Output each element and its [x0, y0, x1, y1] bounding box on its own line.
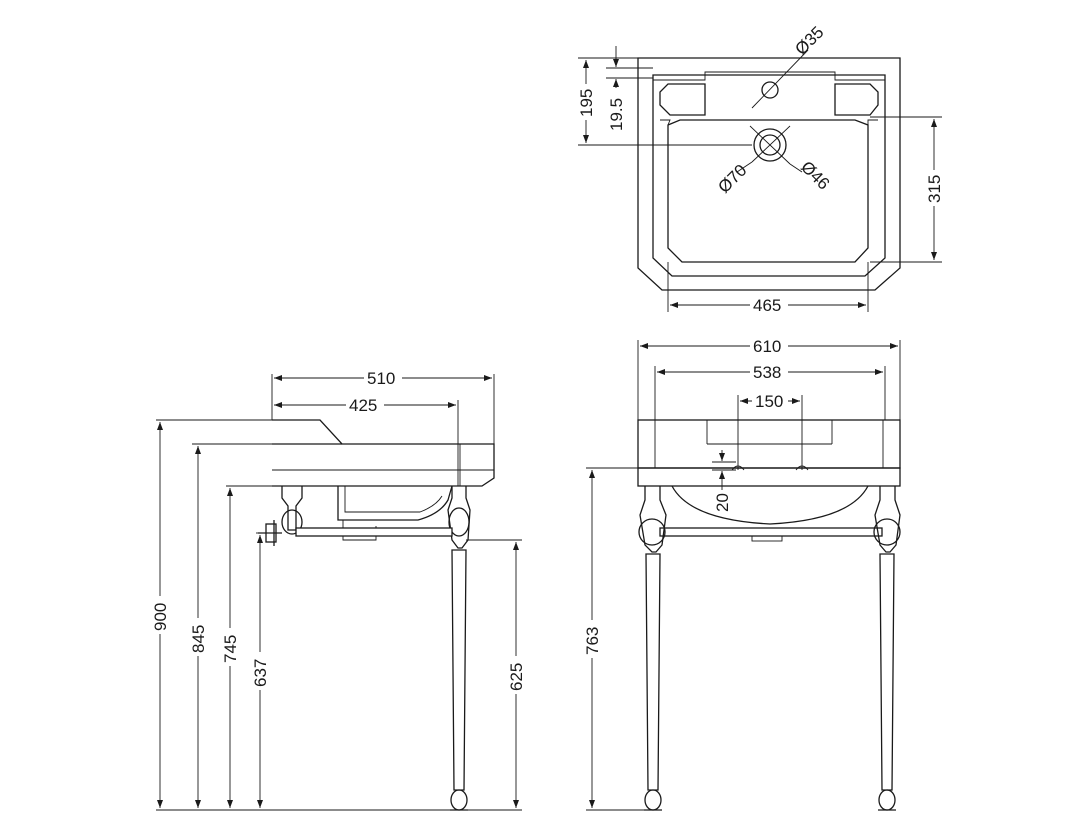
dim-back-height: 195	[577, 89, 596, 117]
dim-bowl-width: 465	[753, 296, 781, 315]
waste-outer-circle	[753, 128, 787, 162]
tap-hole-circle	[761, 81, 779, 99]
side-view-front-leg	[447, 486, 471, 549]
dim-ledge-depth: 19.5	[607, 98, 626, 131]
waste-inner-circle	[759, 134, 781, 156]
front-view-left-leg	[639, 486, 667, 553]
dim-rim-height: 845	[189, 625, 208, 653]
dim-overflow-offset: 20	[713, 493, 732, 512]
side-view-back-leg-top	[281, 486, 303, 531]
top-view-right-ledge	[834, 83, 879, 116]
side-view-basin	[272, 419, 495, 487]
side-view-bowl	[337, 485, 453, 521]
dim-overall-width: 610	[753, 337, 781, 356]
top-view-inner-rim	[652, 74, 886, 277]
dim-rail-height-front: 625	[507, 663, 526, 691]
dim-tap-centres: 150	[755, 392, 783, 411]
dim-tap-hole: Ø35	[791, 23, 827, 59]
top-view: Ø35 Ø70 Ø46 195 19.5 315 465	[576, 23, 944, 315]
dim-total-height: 900	[151, 603, 170, 631]
side-view-rail	[295, 527, 453, 537]
dim-basin-underside-height: 763	[583, 627, 602, 655]
top-view-left-ledge	[659, 83, 706, 116]
dim-waste-inner: Ø46	[797, 157, 833, 193]
dim-overall-depth: 510	[367, 369, 395, 388]
front-view: 610 538 150 20 763	[582, 336, 901, 811]
dim-bowl-underside-height: 745	[221, 635, 240, 663]
dim-bowl-depth: 315	[925, 175, 944, 203]
dim-stand-width: 538	[753, 363, 781, 382]
front-view-bowl	[671, 485, 869, 525]
dim-stand-depth: 425	[349, 396, 377, 415]
front-view-rail	[659, 527, 883, 537]
top-view-bowl	[667, 119, 869, 263]
front-view-right-leg	[874, 486, 901, 553]
dim-rail-height-back: 637	[251, 659, 270, 687]
side-view: 510 425 900 845 745 637 625	[150, 368, 526, 811]
top-view-outer-outline	[637, 57, 901, 291]
